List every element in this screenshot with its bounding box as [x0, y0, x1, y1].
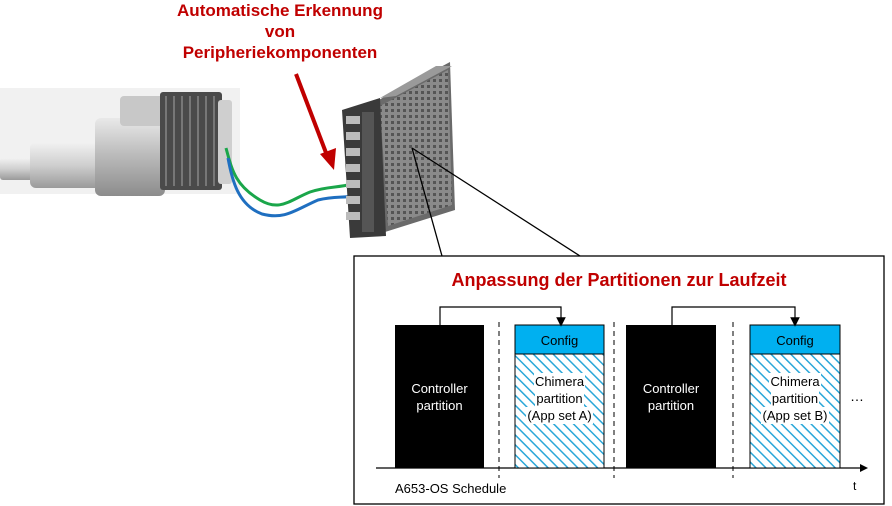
- controller-partition-label-2: Controller partition: [626, 380, 716, 414]
- chimera-b-line2: partition: [770, 390, 820, 407]
- stepper-motor-image: [0, 92, 232, 196]
- callout-line-right: [411, 147, 581, 257]
- green-wire: [224, 147, 353, 207]
- controller-partition-block-1: [395, 325, 484, 468]
- detection-annotation: Automatische Erkennung von Peripheriekom…: [150, 0, 410, 63]
- config-arrow-a: [439, 306, 566, 327]
- annotation-arrow-head: [320, 148, 336, 170]
- blue-wire: [226, 157, 355, 218]
- controller-partition-label-1: Controller partition: [395, 380, 484, 414]
- controller-label-1-line2: partition: [416, 398, 463, 413]
- callout-line-left: [411, 147, 443, 257]
- schedule-label: A653-OS Schedule: [395, 481, 507, 496]
- continuation-ellipsis: …: [850, 388, 864, 404]
- controller-device-image: [342, 62, 455, 238]
- config-label-b: Config: [776, 333, 814, 348]
- time-axis-label: t: [853, 479, 857, 493]
- config-label-a: Config: [540, 333, 579, 348]
- schedule-panel-border: [353, 255, 885, 505]
- chimera-partition-label-a: Chimera partition (App set A): [515, 373, 604, 424]
- controller-partition-block-2: [626, 325, 716, 468]
- panel-title: Anpassung der Partitionen zur Laufzeit: [451, 270, 787, 290]
- controller-label-2-line2: partition: [647, 398, 695, 413]
- detection-annotation-line3: Peripheriekomponenten: [182, 43, 378, 62]
- chimera-b-line3: (App set B): [761, 407, 829, 424]
- detection-annotation-line2: von: [264, 22, 296, 41]
- annotation-arrow-line: [294, 73, 330, 159]
- chimera-a-line3: (App set A): [526, 407, 593, 424]
- chimera-partition-label-b: Chimera partition (App set B): [750, 373, 840, 424]
- controller-label-1-line1: Controller: [411, 381, 468, 396]
- chimera-a-line1: Chimera: [533, 373, 586, 390]
- chimera-a-line2: partition: [535, 390, 584, 407]
- chimera-b-line1: Chimera: [769, 373, 821, 390]
- time-axis-arrowhead: [860, 464, 868, 472]
- config-arrow-b: [671, 306, 800, 327]
- detection-annotation-line1: Automatische Erkennung: [177, 1, 383, 20]
- controller-label-2-line1: Controller: [642, 381, 700, 396]
